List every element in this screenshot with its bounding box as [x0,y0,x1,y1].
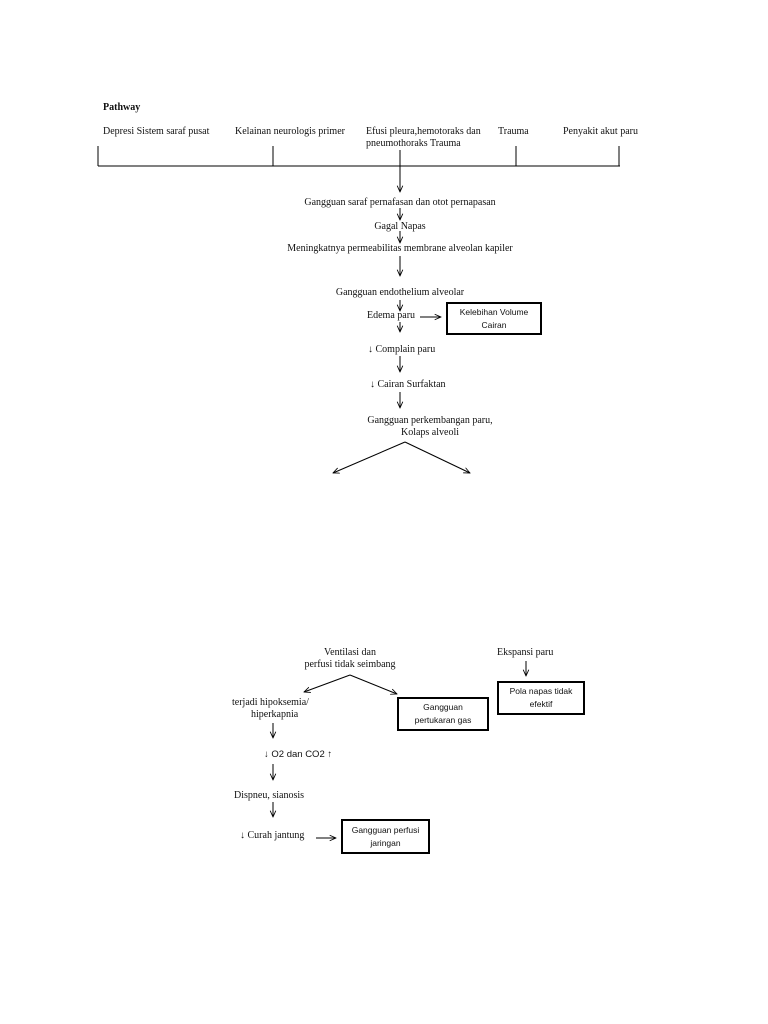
flow-endothelium: Gangguan endothelium alveolar [335,287,465,298]
diagnosis-perfusi-line-1: Gangguan perfusi [351,824,420,835]
cause-efusi-line-1: Efusi pleura,hemotoraks dan [366,126,481,137]
lower-hipoksemia-line-2: hiperkapnia [251,709,299,720]
down-arrow-icon: ↓ [240,830,245,841]
flow-kolaps-line-1: Gangguan perkembangan paru, [367,415,493,426]
arrow-ventilasi-to-hipoksemia [304,674,351,692]
lower-o2co2: ↓ O2 dan CO2 ↑ [264,749,332,761]
diagnosis-pola-line-1: Pola napas tidak [509,686,573,696]
diagnosis-pola-line-2: efektif [529,699,553,709]
down-arrow-icon: ↓ [370,379,375,390]
flow-complain: ↓ Complain paru [368,344,435,356]
lower-hipoksemia-line-1: terjadi hipoksemia/ [232,697,309,708]
diagnosis-box-volume: Kelebihan Volume Cairan [446,302,542,335]
lower-ventilasi-line-2: perfusi tidak seimbang [304,659,396,670]
lower-ekspansi: Ekspansi paru [497,647,554,658]
flow-complain-label: Complain paru [375,344,436,355]
cause-kelainan: Kelainan neurologis primer [235,126,345,137]
flow-permeabilitas: Meningkatnya permeabilitas membrane alve… [287,243,513,254]
diagnosis-box-pola: Pola napas tidak efektif [497,681,585,715]
lower-ventilasi-line-1: Ventilasi dan [324,647,376,658]
up-arrow-icon: ↑ [327,749,333,760]
diagnosis-box-pertukaran: Gangguan pertukaran gas [397,697,489,731]
flow-surfaktan: ↓ Cairan Surfaktan [370,379,446,391]
arrow-split-left [333,441,406,473]
diagnosis-volume-line-1: Kelebihan Volume [459,306,529,317]
arrow-split-right [404,441,470,474]
diagnosis-pertukaran-line-2: pertukaran gas [414,715,472,725]
cause-efusi-line-2: pneumothoraks Trauma [366,138,461,149]
flow-gagal-napas: Gagal Napas [374,221,426,232]
flow-surfaktan-label: Cairan Surfaktan [377,379,446,390]
cause-depresi: Depresi Sistem saraf pusat [103,126,210,137]
flow-edema: Edema paru [367,310,416,321]
diagnosis-perfusi-line-2: jaringan [370,837,401,848]
flow-saraf: Gangguan saraf pernafasan dan otot perna… [304,197,496,208]
lower-dispneu: Dispneu, sianosis [234,790,304,801]
diagnosis-pertukaran-line-1: Gangguan [423,702,463,712]
lower-curah: ↓ Curah jantung [240,830,304,842]
arrow-ventilasi-to-pertukaran [349,674,397,694]
diagnosis-volume-line-2: Cairan [481,319,507,330]
cause-trauma: Trauma [498,126,529,137]
lower-curah-label: Curah jantung [247,830,305,841]
diagram-title: Pathway [103,102,141,113]
down-arrow-icon: ↓ [264,749,269,760]
flow-kolaps-line-2: Kolaps alveoli [400,427,460,438]
down-arrow-icon: ↓ [368,344,373,355]
cause-penyakit: Penyakit akut paru [563,126,638,137]
lower-o2co2-label: O2 dan CO2 [271,749,325,760]
diagnosis-box-perfusi: Gangguan perfusi jaringan [341,819,430,854]
